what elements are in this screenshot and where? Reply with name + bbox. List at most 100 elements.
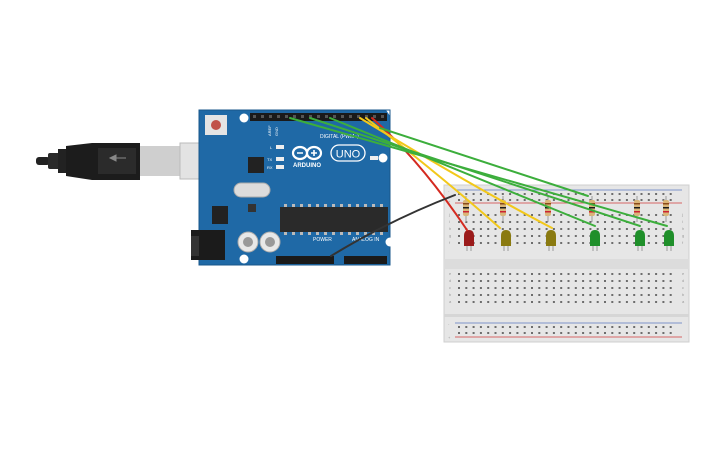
breadboard-hole[interactable] bbox=[538, 228, 541, 230]
breadboard-hole[interactable] bbox=[589, 326, 592, 328]
breadboard-hole[interactable] bbox=[596, 280, 599, 282]
breadboard-hole[interactable] bbox=[611, 214, 614, 216]
green-led[interactable] bbox=[664, 230, 674, 246]
breadboard-hole[interactable] bbox=[538, 235, 541, 237]
breadboard-hole[interactable] bbox=[523, 326, 526, 328]
breadboard-hole[interactable] bbox=[479, 294, 482, 296]
breadboard-hole[interactable] bbox=[611, 294, 614, 296]
breadboard-hole[interactable] bbox=[640, 193, 643, 195]
breadboard-hole[interactable] bbox=[596, 221, 599, 223]
breadboard-hole[interactable] bbox=[669, 214, 672, 216]
breadboard-hole[interactable] bbox=[582, 242, 585, 244]
breadboard-hole[interactable] bbox=[516, 301, 519, 303]
breadboard-hole[interactable] bbox=[494, 287, 497, 289]
breadboard-hole[interactable] bbox=[596, 199, 599, 201]
breadboard-hole[interactable] bbox=[604, 287, 606, 289]
header-pin[interactable] bbox=[341, 115, 344, 118]
breadboard-hole[interactable] bbox=[574, 326, 577, 328]
breadboard-hole[interactable] bbox=[472, 332, 475, 334]
breadboard-hole[interactable] bbox=[618, 280, 621, 282]
breadboard-hole[interactable] bbox=[625, 326, 628, 328]
breadboard-hole[interactable] bbox=[479, 221, 482, 223]
breadboard-hole[interactable] bbox=[531, 221, 533, 223]
breadboard-hole[interactable] bbox=[662, 193, 665, 195]
header-pin[interactable] bbox=[269, 115, 272, 118]
breadboard-hole[interactable] bbox=[458, 228, 460, 230]
breadboard-hole[interactable] bbox=[545, 228, 548, 230]
breadboard-hole[interactable] bbox=[647, 199, 650, 201]
breadboard-hole[interactable] bbox=[545, 193, 548, 195]
breadboard-hole[interactable] bbox=[625, 193, 628, 195]
breadboard-hole[interactable] bbox=[611, 221, 614, 223]
breadboard-hole[interactable] bbox=[567, 221, 570, 223]
breadboard-hole[interactable] bbox=[589, 273, 592, 275]
breadboard-hole[interactable] bbox=[509, 199, 512, 201]
breadboard-hole[interactable] bbox=[582, 332, 585, 334]
breadboard-hole[interactable] bbox=[523, 287, 526, 289]
breadboard-hole[interactable] bbox=[538, 242, 541, 244]
breadboard-hole[interactable] bbox=[472, 280, 475, 282]
breadboard-hole[interactable] bbox=[516, 242, 519, 244]
breadboard-hole[interactable] bbox=[560, 193, 563, 195]
breadboard-hole[interactable] bbox=[531, 228, 533, 230]
breadboard-hole[interactable] bbox=[458, 294, 460, 296]
breadboard-hole[interactable] bbox=[669, 199, 672, 201]
breadboard-hole[interactable] bbox=[494, 301, 497, 303]
breadboard-hole[interactable] bbox=[655, 294, 658, 296]
breadboard-hole[interactable] bbox=[640, 221, 643, 223]
breadboard-hole[interactable] bbox=[523, 242, 526, 244]
breadboard-hole[interactable] bbox=[669, 273, 672, 275]
red-led[interactable] bbox=[464, 230, 474, 246]
breadboard-hole[interactable] bbox=[465, 273, 468, 275]
breadboard-hole[interactable] bbox=[509, 193, 512, 195]
breadboard-hole[interactable] bbox=[560, 280, 563, 282]
breadboard-hole[interactable] bbox=[669, 228, 672, 230]
breadboard-hole[interactable] bbox=[633, 235, 636, 237]
breadboard-hole[interactable] bbox=[604, 221, 606, 223]
breadboard-hole[interactable] bbox=[494, 294, 497, 296]
breadboard-hole[interactable] bbox=[618, 214, 621, 216]
breadboard-hole[interactable] bbox=[662, 287, 665, 289]
breadboard-hole[interactable] bbox=[458, 193, 460, 195]
breadboard-hole[interactable] bbox=[560, 235, 563, 237]
breadboard-hole[interactable] bbox=[589, 199, 592, 201]
breadboard-hole[interactable] bbox=[647, 214, 650, 216]
breadboard-hole[interactable] bbox=[487, 273, 490, 275]
breadboard-hole[interactable] bbox=[472, 228, 475, 230]
breadboard-hole[interactable] bbox=[545, 332, 548, 334]
breadboard-hole[interactable] bbox=[545, 221, 548, 223]
breadboard-hole[interactable] bbox=[647, 242, 650, 244]
breadboard-hole[interactable] bbox=[516, 235, 519, 237]
wire-green-1[interactable] bbox=[329, 117, 596, 227]
breadboard-hole[interactable] bbox=[545, 326, 548, 328]
wire-yellow-2[interactable] bbox=[359, 117, 553, 229]
breadboard-hole[interactable] bbox=[465, 301, 468, 303]
breadboard-hole[interactable] bbox=[538, 273, 541, 275]
breadboard-hole[interactable] bbox=[472, 199, 475, 201]
breadboard-hole[interactable] bbox=[655, 199, 658, 201]
breadboard-hole[interactable] bbox=[567, 332, 570, 334]
breadboard-hole[interactable] bbox=[574, 273, 577, 275]
header-pin[interactable] bbox=[381, 115, 384, 118]
breadboard-hole[interactable] bbox=[458, 199, 460, 201]
breadboard-hole[interactable] bbox=[501, 326, 504, 328]
breadboard-hole[interactable] bbox=[596, 214, 599, 216]
breadboard-hole[interactable] bbox=[618, 332, 621, 334]
header-pin[interactable] bbox=[365, 115, 368, 118]
header-pin[interactable] bbox=[277, 115, 280, 118]
breadboard-hole[interactable] bbox=[655, 273, 658, 275]
breadboard-hole[interactable] bbox=[523, 193, 526, 195]
breadboard-hole[interactable] bbox=[596, 301, 599, 303]
breadboard-hole[interactable] bbox=[552, 280, 555, 282]
breadboard-hole[interactable] bbox=[509, 214, 512, 216]
breadboard-hole[interactable] bbox=[516, 228, 519, 230]
breadboard-hole[interactable] bbox=[655, 242, 658, 244]
breadboard-hole[interactable] bbox=[669, 294, 672, 296]
breadboard-hole[interactable] bbox=[669, 301, 672, 303]
breadboard-hole[interactable] bbox=[640, 280, 643, 282]
breadboard-hole[interactable] bbox=[611, 280, 614, 282]
breadboard-hole[interactable] bbox=[655, 280, 658, 282]
breadboard-hole[interactable] bbox=[647, 193, 650, 195]
breadboard-hole[interactable] bbox=[640, 326, 643, 328]
breadboard-hole[interactable] bbox=[611, 301, 614, 303]
